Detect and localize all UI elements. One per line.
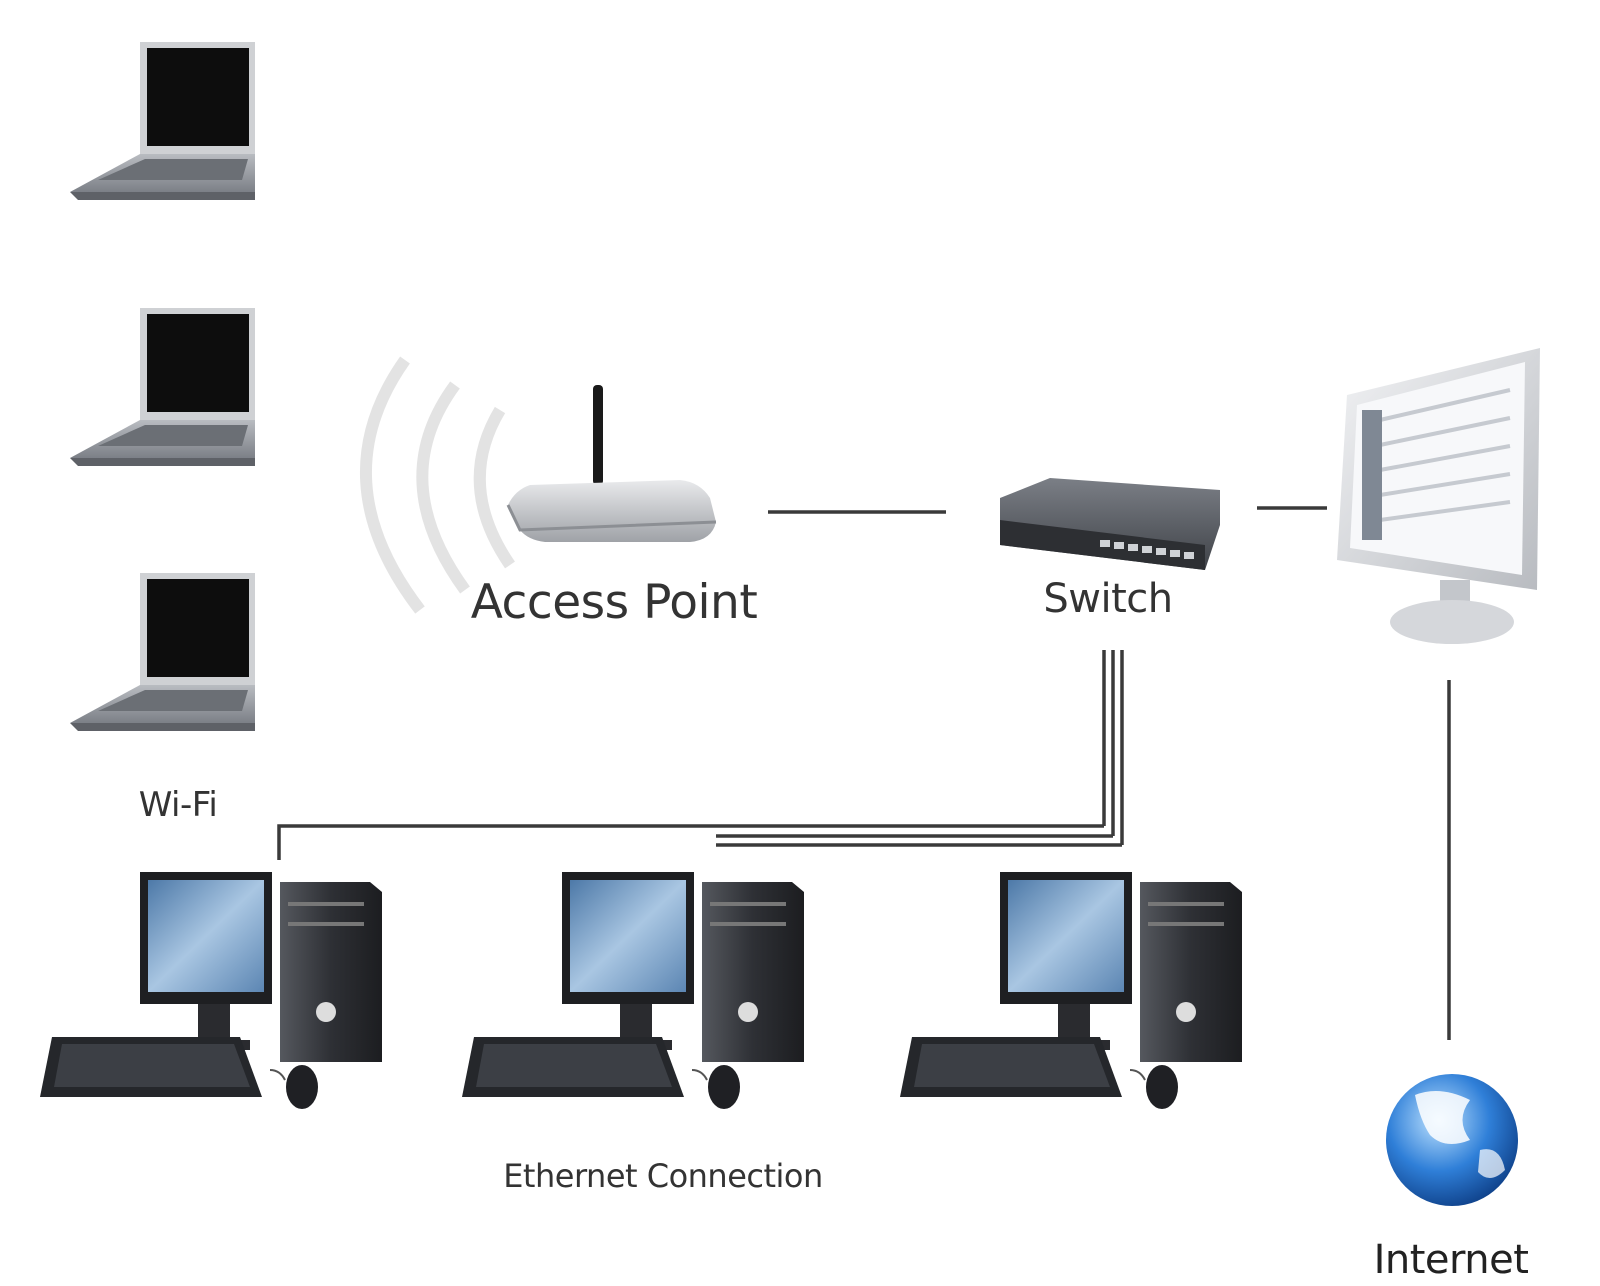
laptop-icon (70, 573, 255, 731)
globe-icon (1386, 1074, 1518, 1206)
connection-lines (277, 506, 1451, 1040)
desktop-computer-icon (461, 871, 805, 1110)
monitor-icon (1337, 348, 1540, 644)
wifi-signal-icon (359, 356, 515, 614)
network-switch-icon (1000, 478, 1220, 570)
laptop-icon (70, 308, 255, 466)
router-icon (506, 385, 717, 542)
switch-label: Switch (1043, 576, 1173, 622)
desktop-computer-icon (39, 871, 383, 1110)
laptop-icon (70, 42, 255, 200)
ethernet-connection-label: Ethernet Connection (503, 1157, 823, 1195)
desktop-computer-icon (899, 871, 1243, 1110)
internet-label: Internet (1373, 1237, 1529, 1283)
access-point-label: Access Point (470, 575, 758, 630)
wifi-label: Wi-Fi (138, 785, 218, 825)
